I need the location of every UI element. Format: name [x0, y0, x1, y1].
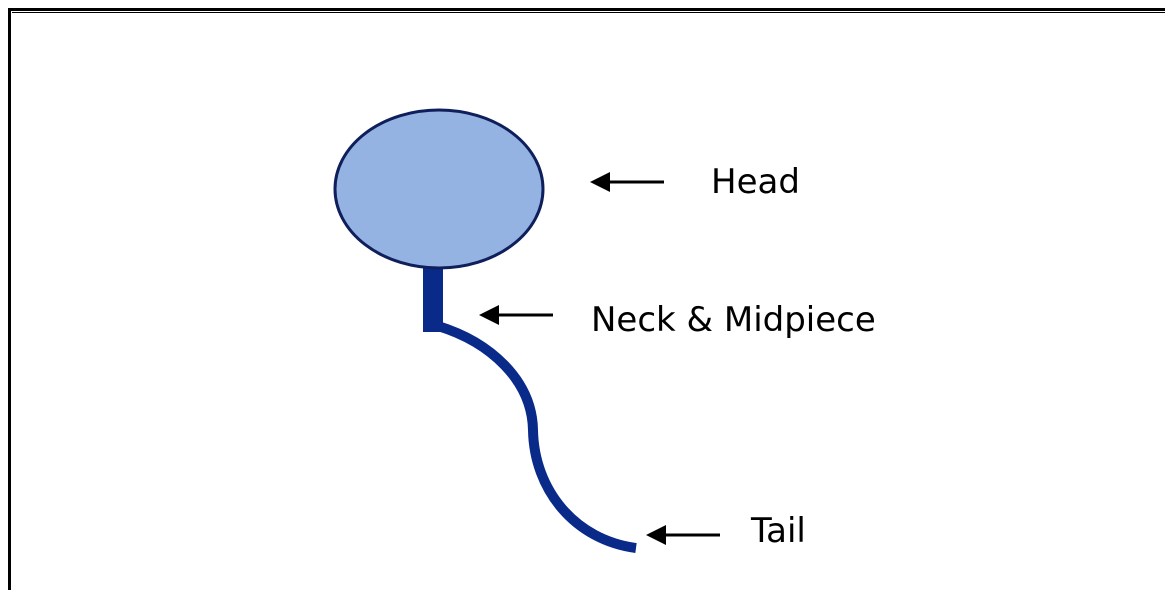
tail-shape [438, 326, 636, 548]
neck-midpiece-arrow [479, 305, 553, 325]
tail-label: Tail [751, 514, 806, 548]
neck-midpiece-label: Neck & Midpiece [591, 303, 876, 337]
head-label: Head [711, 165, 800, 199]
tail-arrow [646, 525, 720, 545]
head-shape [335, 110, 543, 268]
neck-midpiece-shape [423, 262, 443, 332]
head-arrow [590, 172, 664, 192]
